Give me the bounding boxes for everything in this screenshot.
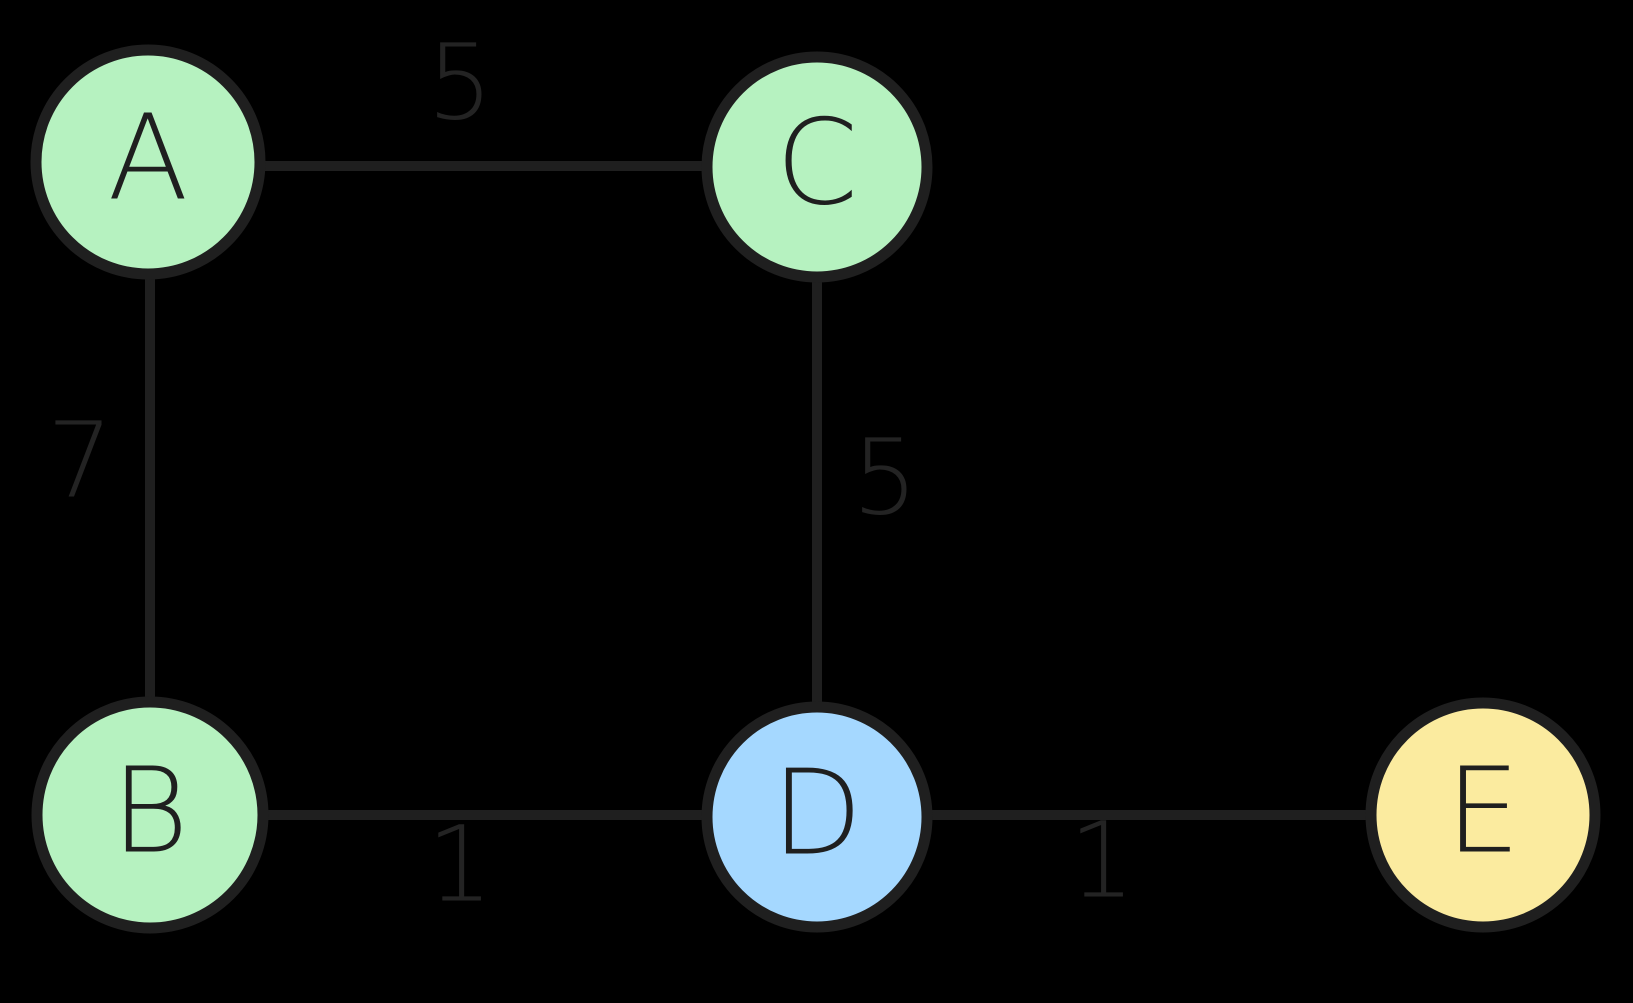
node-d-circle[interactable]	[701, 701, 933, 933]
node-label-a: A	[108, 88, 189, 226]
node-labels-group: A C B D E	[108, 88, 1521, 881]
edge-weight-b-d: 1	[427, 803, 493, 925]
edge-labels-group: 5 7 5 1 1	[47, 21, 1135, 925]
edges-group	[145, 161, 1370, 820]
edge-weight-c-d: 5	[852, 416, 918, 538]
node-e-circle[interactable]	[1365, 697, 1601, 933]
node-label-b: B	[111, 741, 188, 879]
node-a-circle[interactable]	[30, 44, 266, 280]
node-label-e: E	[1446, 741, 1521, 879]
node-label-c: C	[776, 93, 858, 231]
edge-weight-d-e: 1	[1069, 799, 1135, 921]
edge-weight-a-b: 7	[47, 399, 113, 521]
node-label-d: D	[772, 743, 863, 881]
node-c-circle[interactable]	[701, 51, 933, 283]
nodes-group	[30, 44, 1601, 934]
edge-weight-a-c: 5	[427, 21, 493, 143]
node-b-circle[interactable]	[31, 696, 269, 934]
